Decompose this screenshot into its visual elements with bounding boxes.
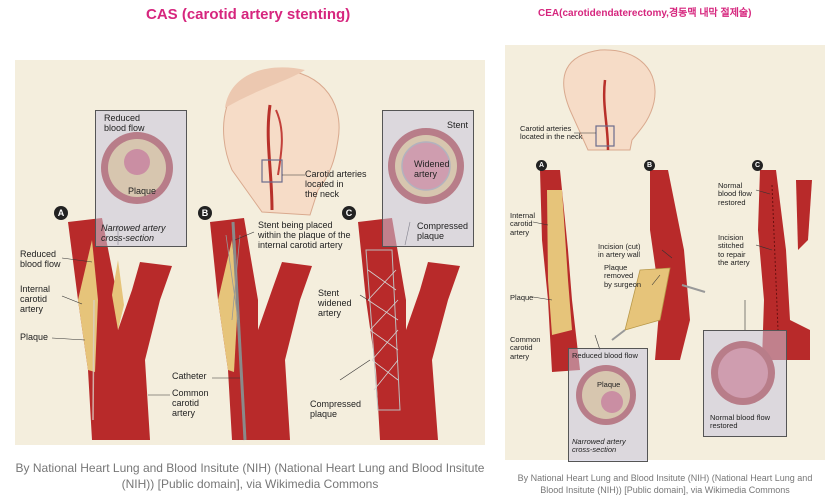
- cas-label-narrowed: Narrowed artery cross-section: [101, 223, 166, 243]
- cea-label-stitched: Incision stitched to repair the artery: [718, 233, 750, 267]
- cas-label-compressed-plaque: Compressed plaque: [310, 399, 362, 419]
- cea-leader-lines: [532, 132, 773, 351]
- cea-badge-b: B: [644, 160, 655, 171]
- cas-label-common-carotid: Common carotid artery: [172, 388, 209, 418]
- cea-label-reduced-flow-box: Reduced blood flow: [572, 351, 638, 360]
- cea-label-carotid-neck: Carotid arteries located in the neck: [520, 124, 583, 142]
- cea-artery-a: [540, 170, 580, 372]
- cas-label-reduced-flow-box: Reduced blood flow: [104, 113, 145, 133]
- cea-head-figure: [563, 49, 656, 151]
- cea-narrowed-cross-section-box: [568, 348, 648, 462]
- cas-badge-c: C: [342, 206, 356, 220]
- cas-label-reduced-flow: Reduced blood flow: [20, 249, 61, 269]
- cea-label-incision: Incision (cut) in artery wall: [598, 242, 641, 260]
- cas-badge-b: B: [198, 206, 212, 220]
- cas-badge-a: A: [54, 206, 68, 220]
- cea-label-plaque: Plaque: [510, 293, 534, 302]
- cea-label-normal-box: Normal blood flow restored: [710, 413, 771, 431]
- cea-label-plaque-box: Plaque: [597, 380, 621, 389]
- cea-badge-c: C: [752, 160, 763, 171]
- cas-label-compressed-box: Compressed plaque: [417, 221, 469, 241]
- cea-badge-a: A: [536, 160, 547, 171]
- cea-normal-cross-section-box: [703, 330, 787, 437]
- cas-artery-c: [358, 218, 460, 440]
- cea-title: CEA(carotidendaterectomy,경동맥 내막 절제술): [538, 8, 752, 19]
- cas-label-plaque-box: Plaque: [128, 186, 157, 196]
- cea-label-internal-carotid: Internal carotid artery: [510, 211, 536, 237]
- cas-artery-a: [68, 218, 172, 440]
- cea-artery-c: [758, 170, 812, 360]
- cea-artery-b: [611, 170, 706, 360]
- cas-label-stent-widened: Stent widened artery: [318, 288, 352, 318]
- cas-label-catheter: Catheter: [172, 371, 207, 381]
- cas-label-plaque: Plaque: [20, 332, 49, 342]
- cas-widened-cross-section-box: [382, 110, 474, 247]
- cas-label-internal-carotid: Internal carotid artery: [20, 284, 51, 314]
- cas-artery-b: [210, 218, 312, 441]
- cea-label-common-carotid: Common carotid artery: [510, 335, 541, 361]
- cea-label-narrowed: Narrowed artery cross-section: [572, 437, 626, 455]
- cea-caption: By National Heart Lung and Blood Insitut…: [517, 473, 813, 496]
- cea-label-plaque-removed: Plaque removed by surgeon: [604, 263, 642, 289]
- cas-head-figure: [223, 67, 340, 216]
- cas-label-widened-artery: Widened artery: [414, 159, 450, 179]
- cas-narrowed-cross-section-box: [95, 110, 187, 247]
- cas-caption: By National Heart Lung and Blood Insitut…: [15, 461, 485, 492]
- cas-label-stent: Stent: [447, 120, 469, 130]
- cas-title: CAS (carotid artery stenting): [146, 6, 351, 23]
- cea-label-normal-flow: Normal blood flow restored: [718, 181, 752, 207]
- cas-label-stent-placed: Stent being placed within the plaque of …: [258, 220, 351, 250]
- cas-label-carotid-neck: Carotid arteries located in the neck: [305, 169, 367, 199]
